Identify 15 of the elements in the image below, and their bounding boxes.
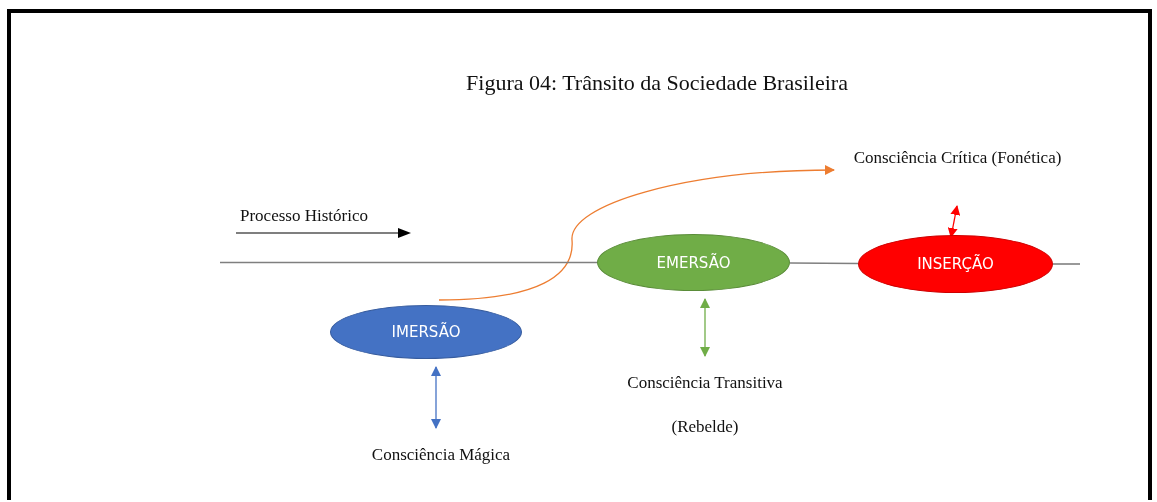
node-label: INSERÇÃO [917, 255, 994, 273]
axis-label: Processo Histórico [240, 206, 368, 226]
double-arrow [431, 366, 441, 429]
node-label: IMERSÃO [391, 323, 461, 341]
node-label: EMERSÃO [656, 253, 731, 272]
double-arrow [700, 298, 710, 357]
consciousness-label: (Rebelde) [671, 417, 739, 437]
timeline-line [1052, 263, 1081, 265]
consciousness-label: Consciência Mágica [371, 445, 511, 465]
consciousness-label: Consciência Transitiva [627, 373, 783, 393]
timeline-line [219, 261, 598, 264]
curved-arrow [438, 165, 835, 301]
figure-title: Figura 04: Trânsito da Sociedade Brasileira [465, 70, 849, 96]
consciousness-label: Consciência Crítica (Fonética) [853, 148, 1062, 168]
timeline-line [789, 262, 859, 265]
